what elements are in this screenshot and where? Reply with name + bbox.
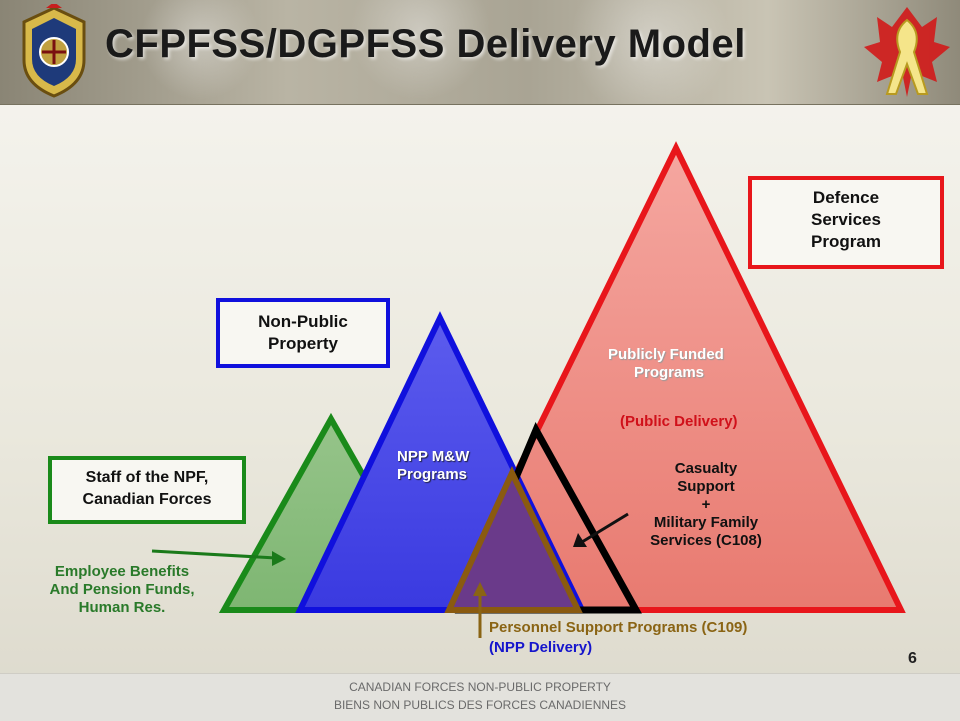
public-delivery-label: (Public Delivery) bbox=[620, 413, 738, 430]
label-line: Support bbox=[677, 478, 735, 495]
label-line: Publicly Funded bbox=[608, 346, 724, 363]
box-line: Canadian Forces bbox=[82, 491, 212, 508]
box-line: Non-Public bbox=[258, 312, 348, 331]
cf-crest-icon bbox=[22, 4, 86, 98]
employee-arrowhead bbox=[272, 551, 286, 566]
box-line: Property bbox=[268, 334, 338, 353]
label-line: Programs bbox=[397, 466, 468, 483]
employee-benefits-label: Employee Benefits And Pension Funds, Hum… bbox=[22, 563, 222, 617]
label-line: NPP M&W bbox=[397, 448, 470, 465]
footer: CANADIAN FORCES NON-PUBLIC PROPERTY BIEN… bbox=[0, 673, 960, 721]
support-our-troops-ribbon-icon bbox=[864, 7, 950, 97]
label-line: And Pension Funds, bbox=[49, 581, 195, 598]
footer-english: CANADIAN FORCES NON-PUBLIC PROPERTY bbox=[349, 680, 611, 694]
personnel-support-triangle bbox=[444, 465, 583, 613]
label-line: Programs bbox=[634, 364, 705, 381]
header-photo-collage bbox=[0, 0, 960, 104]
publicly-funded-label: Publicly Funded Programs bbox=[608, 346, 724, 382]
casualty-arrow bbox=[581, 512, 629, 544]
label-line: + bbox=[701, 496, 711, 513]
label-line: Military Family bbox=[653, 514, 759, 531]
label-line: Casualty bbox=[674, 460, 738, 477]
page-number: 6 bbox=[908, 650, 917, 667]
footer-french: BIENS NON PUBLICS DES FORCES CANADIENNES bbox=[333, 698, 627, 712]
npp-mw-programs-label: NPP M&W Programs bbox=[397, 448, 469, 484]
non-public-property-box: Non-Public Property bbox=[216, 298, 390, 368]
page-title: CFPFSS/DGPFSS Delivery Model bbox=[105, 22, 746, 66]
npp-delivery-label: (NPP Delivery) bbox=[489, 639, 593, 656]
personnel-support-label: Personnel Support Programs (C109) bbox=[489, 619, 748, 636]
label-line: Services (C108) bbox=[650, 532, 762, 549]
employee-arrow bbox=[151, 549, 277, 560]
label-line: Employee Benefits bbox=[54, 563, 190, 580]
staff-npf-box: Staff of the NPF, Canadian Forces bbox=[48, 456, 246, 524]
box-line: Services bbox=[811, 210, 881, 229]
personnel-arrowhead bbox=[473, 582, 487, 596]
casualty-support-label: Casualty Support + Military Family Servi… bbox=[606, 460, 806, 550]
header-banner: CFPFSS/DGPFSS Delivery Model bbox=[0, 0, 960, 105]
box-line: Defence bbox=[812, 188, 880, 207]
box-line: Staff of the NPF, bbox=[85, 469, 209, 486]
defence-services-program-box: Defence Services Program bbox=[748, 176, 944, 269]
box-line: Program bbox=[811, 232, 881, 251]
public-programs-triangle bbox=[444, 141, 906, 613]
casualty-arrowhead bbox=[573, 533, 587, 547]
label-line: Human Res. bbox=[78, 599, 166, 616]
